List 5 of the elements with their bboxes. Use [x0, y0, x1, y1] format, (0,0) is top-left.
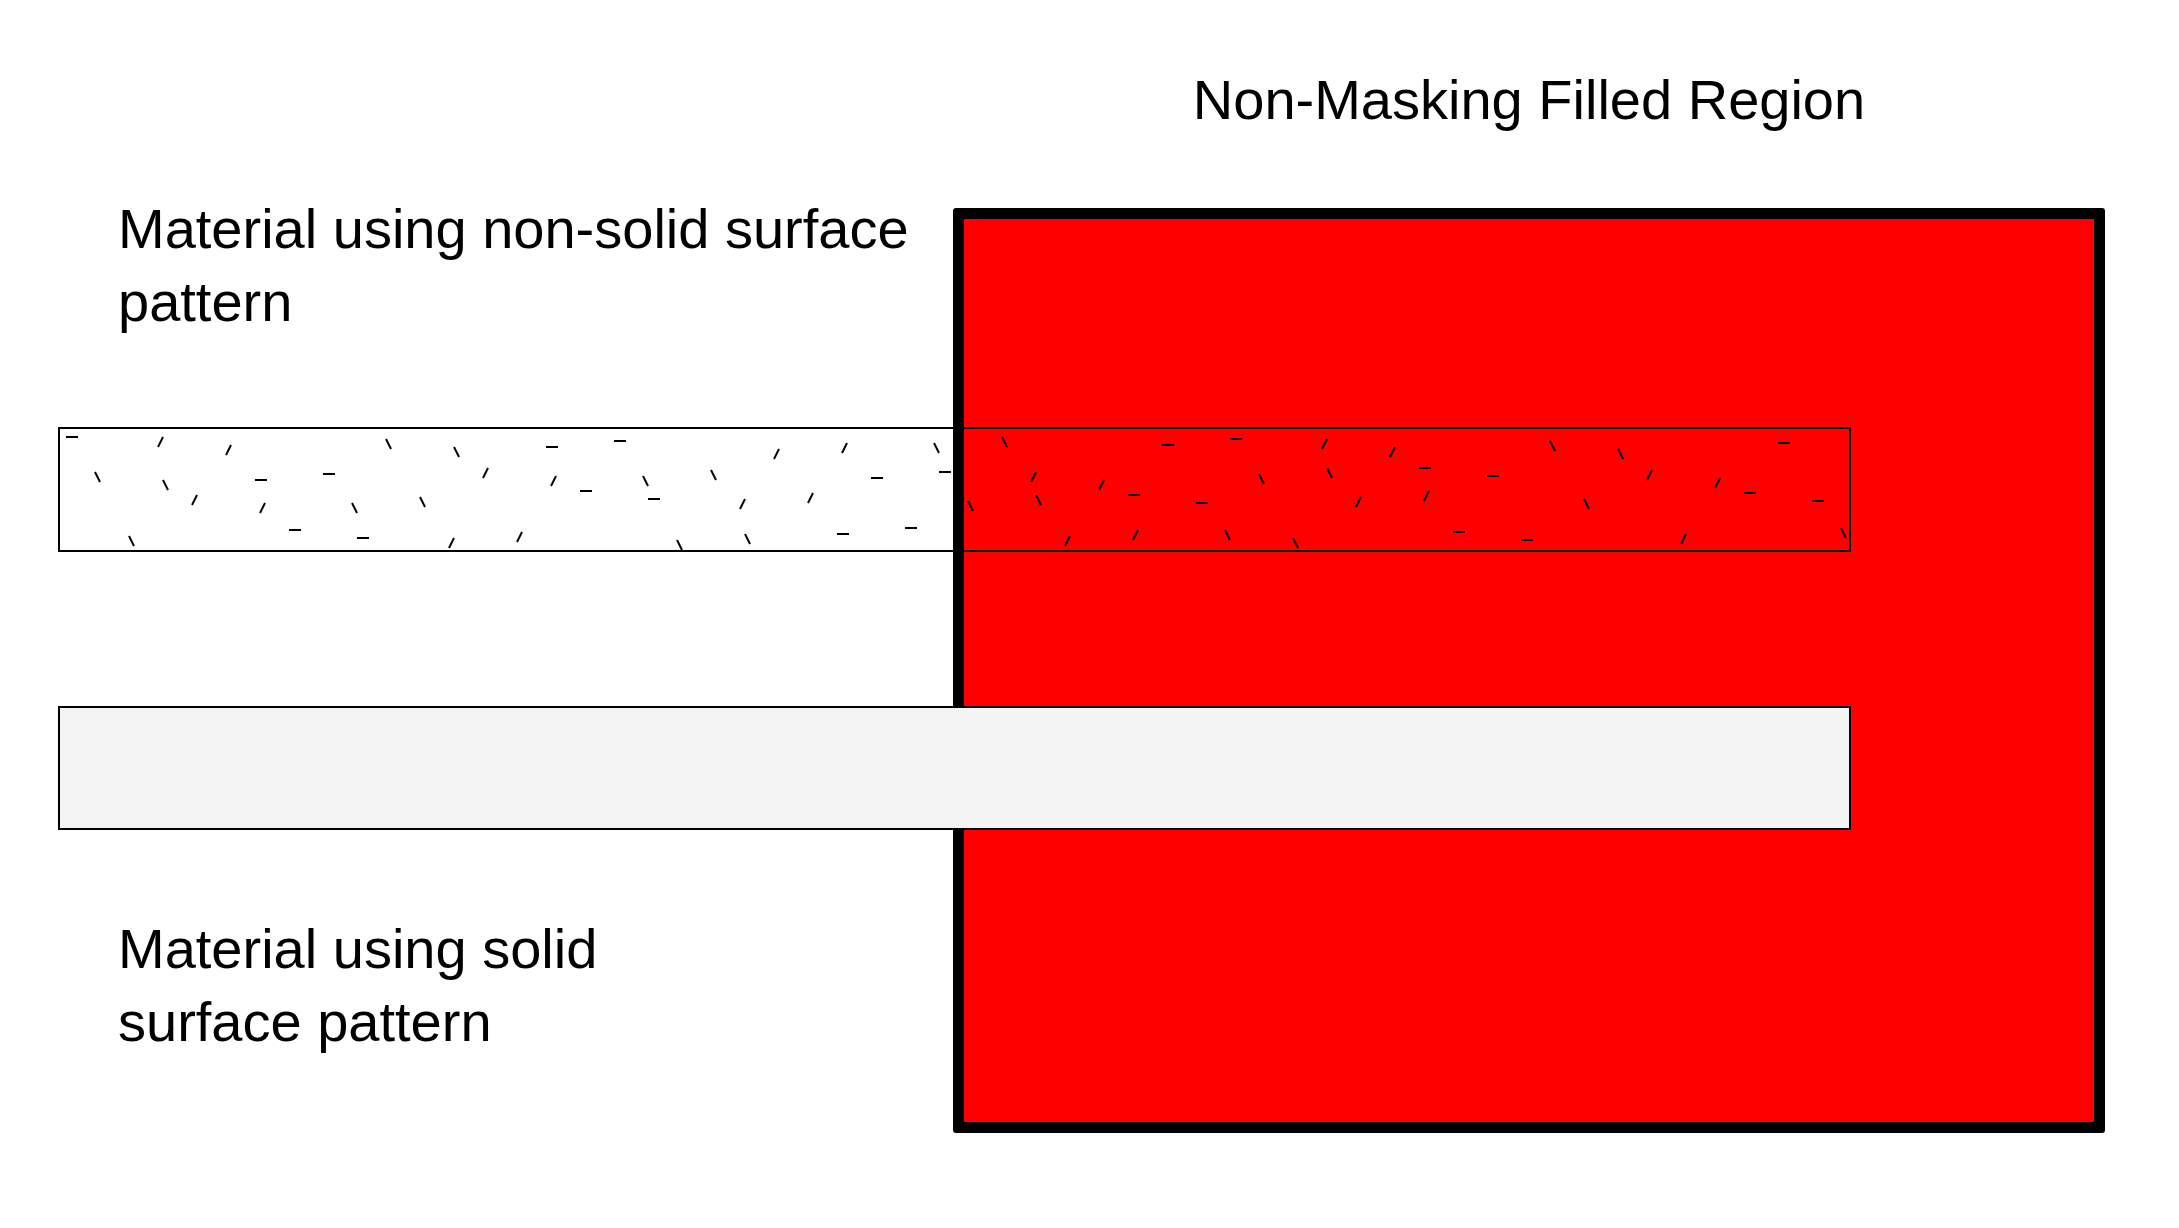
- region-title: Non-Masking Filled Region: [1192, 67, 1866, 133]
- patterned-bar: [58, 427, 1851, 552]
- material-caption: Material using non-solid surface pattern: [118, 196, 910, 335]
- solid-pattern-bar: [58, 706, 1851, 830]
- material-caption: Material using solid surface pattern: [118, 916, 599, 1055]
